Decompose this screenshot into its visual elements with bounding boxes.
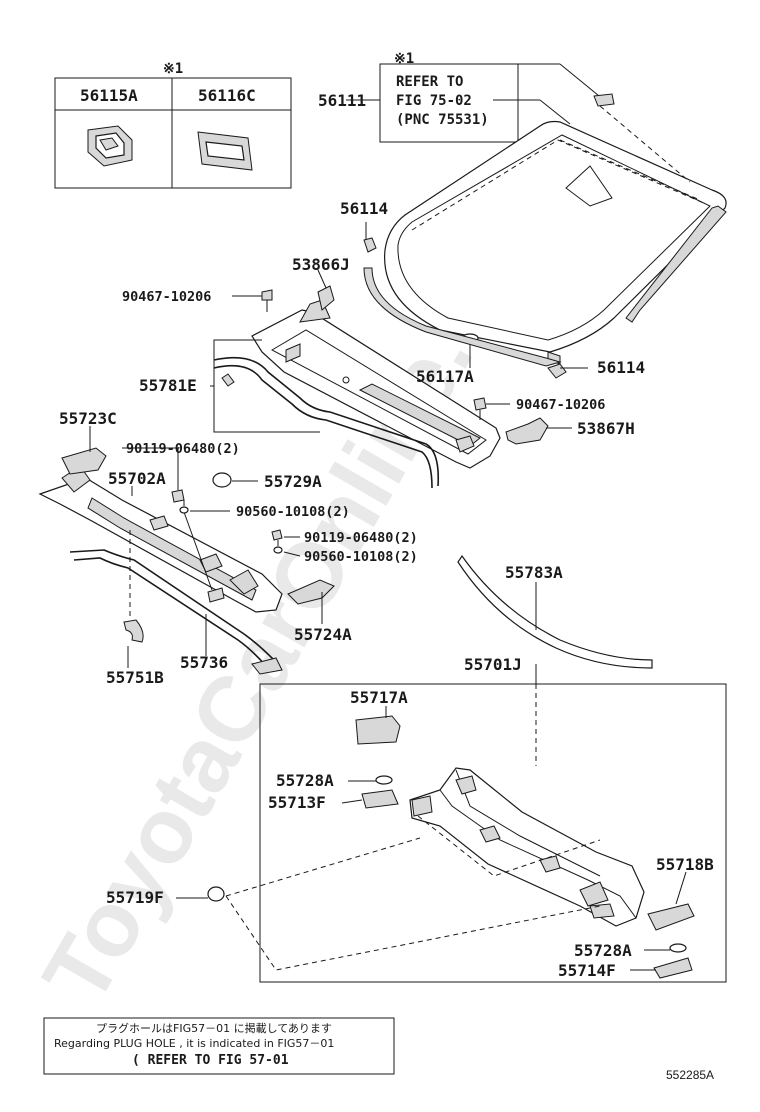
label-55714f: 55714F — [558, 961, 616, 980]
label-55701j: 55701J — [464, 655, 522, 674]
bracket-55723c — [61, 447, 107, 475]
bolt-90119-b — [271, 529, 283, 541]
note-box: プラグホールはFIG57－01 に掲載してあります Regarding PLUG… — [43, 1017, 395, 1075]
seal-55781e-a — [213, 356, 440, 487]
panel-55701j-frame — [259, 683, 727, 983]
label-56117a: 56117A — [416, 367, 474, 386]
note-box-frame — [43, 1017, 395, 1075]
note-line-ref: ( REFER TO FIG 57-01 — [132, 1053, 289, 1068]
label-55736: 55736 — [180, 653, 228, 672]
bracket-55713f — [361, 789, 399, 809]
plug-55719f — [207, 886, 225, 902]
label-56111: 56111 — [318, 91, 366, 110]
refer-line-3: (PNC 75531) — [396, 112, 489, 128]
label-55728a-top: 55728A — [276, 771, 334, 790]
clip-55751b — [123, 619, 144, 643]
label-55718b: 55718B — [656, 855, 714, 874]
label-56114-right: 56114 — [597, 358, 645, 377]
note-line-jp: プラグホールはFIG57－01 に掲載してあります — [96, 1021, 332, 1035]
seal-55783a — [457, 554, 653, 669]
inset-part-56116C: 56116C — [198, 86, 256, 105]
label-53866j: 53866J — [292, 255, 350, 274]
cowl-top-panel — [251, 285, 501, 469]
seal-55736 — [69, 549, 275, 673]
label-56114-top: 56114 — [340, 199, 388, 218]
clip-56115a-drawing — [87, 125, 133, 167]
leader-lines — [89, 99, 687, 971]
label-90560-10108-b: 90560-10108(2) — [304, 549, 418, 565]
refer-line-1: REFER TO — [396, 74, 463, 90]
label-55723c: 55723C — [59, 409, 117, 428]
cowl-lower-55702a — [38, 465, 283, 613]
bolt-90467-right — [473, 397, 487, 420]
cushion-55728a-bottom — [669, 943, 687, 953]
label-55719f: 55719F — [106, 888, 164, 907]
washer-90560-a — [179, 506, 189, 514]
label-55702a: 55702A — [108, 469, 166, 488]
label-90467-10206-right: 90467-10206 — [516, 397, 605, 413]
label-53867h: 53867H — [577, 419, 635, 438]
figure-code: 552285A — [666, 1068, 714, 1082]
bracket-55717a — [355, 715, 401, 745]
label-90467-10206-top: 90467-10206 — [122, 289, 211, 305]
note-line-en: Regarding PLUG HOLE , it is indicated in… — [54, 1037, 334, 1050]
bolt-90119-a — [171, 489, 185, 503]
label-55728a-bottom: 55728A — [574, 941, 632, 960]
label-90119-06480-b: 90119-06480(2) — [304, 530, 418, 546]
cushion-55728a-top — [375, 775, 393, 785]
label-55717a: 55717A — [350, 688, 408, 707]
inset-mark: ※1 — [163, 61, 183, 77]
washer-90560-b — [273, 546, 283, 554]
label-90560-10108-a: 90560-10108(2) — [236, 504, 350, 520]
bracket-55718b — [647, 903, 695, 931]
label-55724a: 55724A — [294, 625, 352, 644]
label-90119-06480-a: 90119-06480(2) — [126, 441, 240, 457]
molding-56117a — [363, 267, 562, 367]
windshield-glass-56111 — [384, 93, 727, 365]
label-55713f: 55713F — [268, 793, 326, 812]
seal-53867h — [505, 417, 549, 445]
inset-frame — [54, 77, 292, 189]
label-55729a: 55729A — [264, 472, 322, 491]
cap-55729a — [212, 472, 232, 488]
inset-table: ※1 56115A 56116C — [54, 61, 292, 189]
bracket-55714f — [653, 957, 693, 979]
bracket-55724a — [287, 579, 335, 605]
cowl-panel-55701j — [409, 767, 645, 927]
refer-box-frame — [379, 63, 519, 143]
refer-box-mark: ※1 — [394, 51, 414, 67]
clip-56116c-drawing — [197, 131, 253, 171]
clip-56114-right — [547, 363, 567, 379]
clip-56114-top — [363, 237, 377, 253]
refer-line-2: FIG 75-02 — [396, 93, 472, 109]
inset-part-56115A: 56115A — [80, 86, 138, 105]
label-55781e: 55781E — [139, 376, 197, 395]
seal-55781e-b — [213, 364, 433, 489]
bolt-90467-top — [261, 289, 273, 312]
label-55783a: 55783A — [505, 563, 563, 582]
refer-box: ※1 REFER TO FIG 75-02 (PNC 75531) — [369, 51, 605, 143]
label-55751b: 55751B — [106, 668, 164, 687]
